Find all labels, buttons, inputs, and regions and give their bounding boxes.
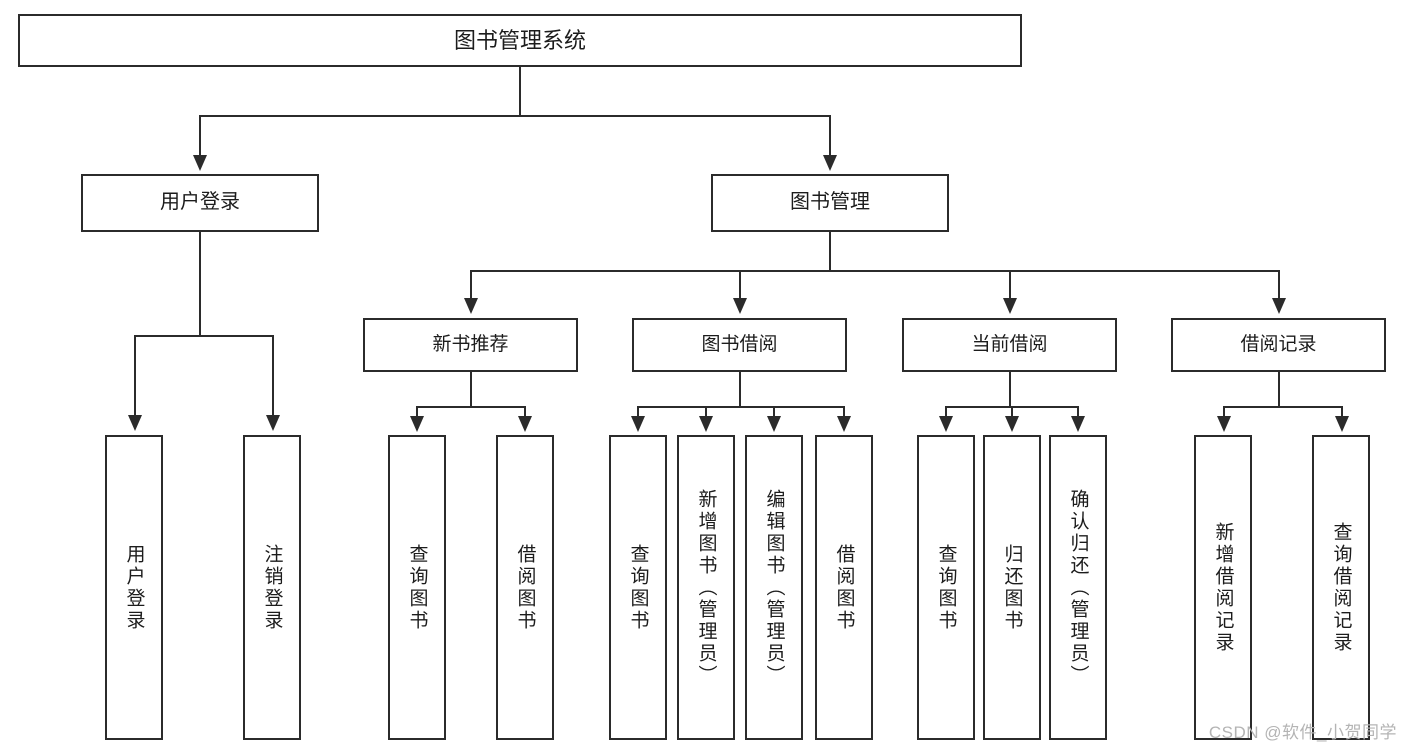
node-book-manage[interactable]: 图书管理 bbox=[711, 174, 949, 232]
edge-drop-leaf-return-book bbox=[1011, 406, 1013, 420]
edge-drop-leaf-query-book-1 bbox=[416, 406, 418, 420]
node-label: 借阅图书 bbox=[514, 543, 536, 632]
node-label: 注销登录 bbox=[261, 543, 283, 632]
node-leaf-user-login[interactable]: 用户登录 bbox=[105, 435, 163, 740]
edge-drop-borrow-record bbox=[1278, 270, 1280, 302]
arrow-leaf-query-record bbox=[1335, 416, 1349, 432]
edge-drop-leaf-add-book bbox=[705, 406, 707, 420]
edge-drop-leaf-query-book-3 bbox=[945, 406, 947, 420]
node-current-borrow[interactable]: 当前借阅 bbox=[902, 318, 1117, 372]
edge-drop-leaf-borrow-book-2 bbox=[843, 406, 845, 420]
edge-drop-book-manage bbox=[829, 115, 831, 159]
node-label: 查询图书 bbox=[935, 543, 957, 632]
edge-root-stem bbox=[519, 67, 521, 115]
node-label: 用户登录 bbox=[123, 543, 145, 632]
arrow-leaf-user-login bbox=[128, 415, 142, 431]
arrow-leaf-query-book-2 bbox=[631, 416, 645, 432]
edge-drop-book-borrow bbox=[739, 270, 741, 302]
edge-book-manage-stem bbox=[829, 232, 831, 270]
edge-drop-leaf-add-record bbox=[1223, 406, 1225, 420]
arrow-current-borrow bbox=[1003, 298, 1017, 314]
edge-drop-leaf-confirm-return bbox=[1077, 406, 1079, 420]
arrow-leaf-add-record bbox=[1217, 416, 1231, 432]
edge-drop-new-book-recommend bbox=[470, 270, 472, 302]
node-label: 查询图书 bbox=[627, 543, 649, 632]
node-label: 查询借阅记录 bbox=[1330, 521, 1352, 654]
arrow-user-login bbox=[193, 155, 207, 171]
arrow-leaf-query-book-1 bbox=[410, 416, 424, 432]
arrow-leaf-borrow-book-2 bbox=[837, 416, 851, 432]
node-leaf-query-borrow-record[interactable]: 查询借阅记录 bbox=[1312, 435, 1370, 740]
node-label: 新增借阅记录 bbox=[1212, 521, 1234, 654]
edge-drop-leaf-edit-book bbox=[773, 406, 775, 420]
node-borrow-record[interactable]: 借阅记录 bbox=[1171, 318, 1386, 372]
arrow-book-borrow bbox=[733, 298, 747, 314]
edge-current-borrow-stem bbox=[1009, 372, 1011, 406]
edge-drop-user-login bbox=[199, 115, 201, 159]
node-label: 查询图书 bbox=[406, 543, 428, 632]
node-leaf-borrow-book-new-recommend[interactable]: 借阅图书 bbox=[496, 435, 554, 740]
node-leaf-add-borrow-record[interactable]: 新增借阅记录 bbox=[1194, 435, 1252, 740]
node-leaf-query-book-new-recommend[interactable]: 查询图书 bbox=[388, 435, 446, 740]
edge-drop-leaf-query-record bbox=[1341, 406, 1343, 420]
arrow-leaf-borrow-book-1 bbox=[518, 416, 532, 432]
edge-drop-current-borrow bbox=[1009, 270, 1011, 302]
node-label: 借阅图书 bbox=[833, 543, 855, 632]
node-user-login[interactable]: 用户登录 bbox=[81, 174, 319, 232]
node-leaf-query-book-current[interactable]: 查询图书 bbox=[917, 435, 975, 740]
node-book-borrow[interactable]: 图书借阅 bbox=[632, 318, 847, 372]
arrow-new-book-recommend bbox=[464, 298, 478, 314]
node-label: 确认归还（管理员） bbox=[1067, 488, 1089, 687]
arrow-leaf-confirm-return bbox=[1071, 416, 1085, 432]
arrow-leaf-edit-book bbox=[767, 416, 781, 432]
edge-new-book-recommend-stem bbox=[470, 372, 472, 406]
edge-drop-leaf-user-logout bbox=[272, 335, 274, 419]
edge-borrow-record-stem bbox=[1278, 372, 1280, 406]
node-leaf-query-book-borrow[interactable]: 查询图书 bbox=[609, 435, 667, 740]
node-new-book-recommend[interactable]: 新书推荐 bbox=[363, 318, 578, 372]
arrow-book-manage bbox=[823, 155, 837, 171]
node-label: 图书管理 bbox=[790, 191, 870, 214]
node-label: 归还图书 bbox=[1001, 543, 1023, 632]
node-label: 图书借阅 bbox=[701, 333, 778, 355]
edge-drop-leaf-user-login bbox=[134, 335, 136, 419]
edge-book-borrow-bus bbox=[637, 406, 845, 408]
node-leaf-confirm-return-admin[interactable]: 确认归还（管理员） bbox=[1049, 435, 1107, 740]
edge-book-borrow-stem bbox=[739, 372, 741, 406]
edge-level3-bus bbox=[470, 270, 1280, 272]
arrow-leaf-user-logout bbox=[266, 415, 280, 431]
edge-drop-leaf-borrow-book-1 bbox=[524, 406, 526, 420]
arrow-leaf-query-book-3 bbox=[939, 416, 953, 432]
edge-user-login-stem bbox=[199, 232, 201, 335]
arrow-borrow-record bbox=[1272, 298, 1286, 314]
node-leaf-add-book-admin[interactable]: 新增图书（管理员） bbox=[677, 435, 735, 740]
node-label: 用户登录 bbox=[160, 191, 240, 214]
node-leaf-return-book[interactable]: 归还图书 bbox=[983, 435, 1041, 740]
node-leaf-user-logout[interactable]: 注销登录 bbox=[243, 435, 301, 740]
edge-drop-leaf-query-book-2 bbox=[637, 406, 639, 420]
node-label: 借阅记录 bbox=[1240, 333, 1317, 355]
node-label: 新书推荐 bbox=[432, 333, 509, 355]
node-label: 当前借阅 bbox=[971, 333, 1048, 355]
arrow-leaf-add-book bbox=[699, 416, 713, 432]
node-label: 编辑图书（管理员） bbox=[763, 488, 785, 687]
edge-level2-bus bbox=[199, 115, 831, 117]
node-label: 新增图书（管理员） bbox=[695, 488, 717, 687]
node-leaf-borrow-book[interactable]: 借阅图书 bbox=[815, 435, 873, 740]
node-label: 图书管理系统 bbox=[453, 27, 586, 53]
edge-user-login-bus bbox=[134, 335, 274, 337]
node-root-book-management-system[interactable]: 图书管理系统 bbox=[18, 14, 1022, 67]
node-leaf-edit-book-admin[interactable]: 编辑图书（管理员） bbox=[745, 435, 803, 740]
arrow-leaf-return-book bbox=[1005, 416, 1019, 432]
edge-new-book-recommend-bus bbox=[416, 406, 526, 408]
edge-borrow-record-bus bbox=[1223, 406, 1342, 408]
